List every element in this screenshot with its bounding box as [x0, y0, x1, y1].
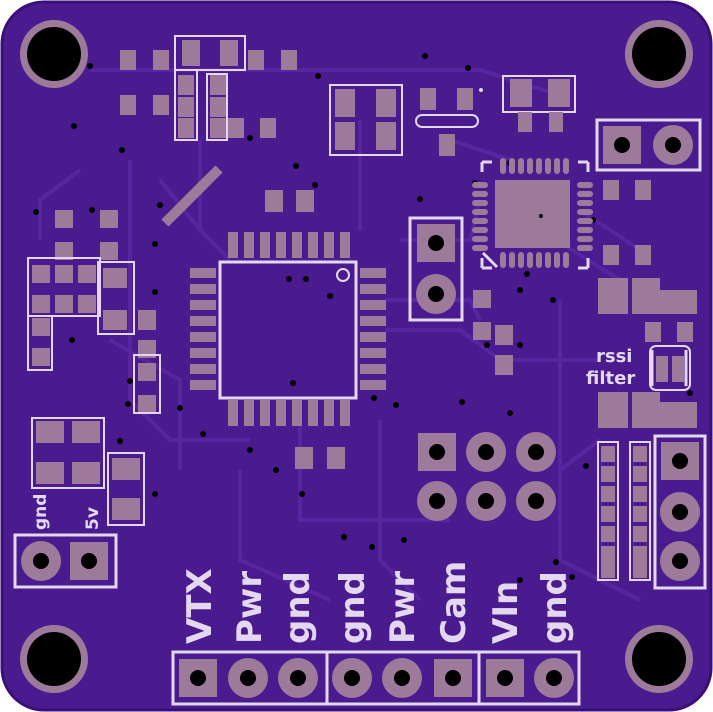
mounting-holes [20, 20, 693, 693]
smd-left-column [27, 210, 161, 414]
label-pwr-2: Pwr [383, 571, 423, 644]
copper-traces [38, 68, 642, 602]
resistor-array-diagonal [161, 165, 223, 227]
regulator-top-right [502, 75, 576, 132]
label-vtx: VTX [180, 568, 220, 644]
label-gnd-left: gnd [31, 494, 51, 530]
capacitor-pair-top [329, 84, 403, 156]
capacitors-lower-left [31, 417, 145, 526]
smd-misc [265, 190, 693, 469]
label-gnd-2: gnd [333, 571, 373, 644]
mcu-tqfp [190, 232, 386, 426]
label-rssi: rssi [596, 346, 632, 367]
label-pwr-1: Pwr [230, 571, 270, 644]
qfn-chip [472, 158, 593, 270]
header-2pin-vertical [408, 216, 464, 322]
label-vin: VIn [486, 581, 526, 644]
label-filter: filter [586, 368, 635, 389]
smd-right-of-qfn [603, 180, 651, 265]
crystal [415, 88, 483, 156]
label-gnd-1: gnd [278, 571, 318, 644]
label-cam: Cam [434, 561, 474, 644]
label-5v: 5v [83, 507, 103, 530]
header-8pin-bottom [171, 650, 581, 706]
label-gnd-3: gnd [535, 571, 575, 644]
header-3pin-right [653, 434, 707, 590]
smd-cluster-top-left [120, 35, 297, 141]
header-2pin-top-right [595, 118, 702, 172]
resistor-column-right [597, 441, 651, 581]
rssi-filter [598, 278, 697, 428]
header-2pin-power [13, 533, 118, 589]
isp-header [417, 432, 556, 521]
